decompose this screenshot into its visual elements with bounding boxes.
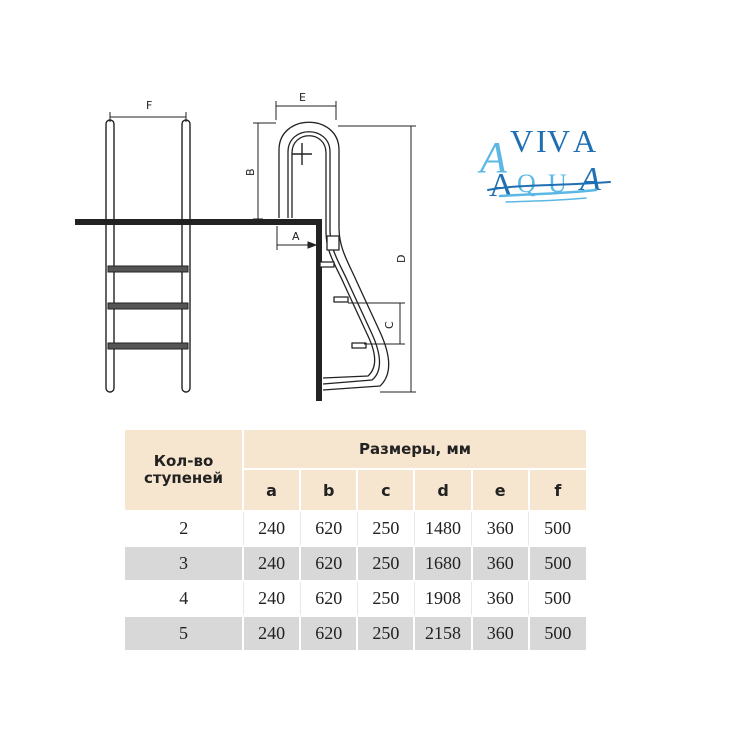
- wave-icon: [487, 181, 611, 203]
- front-step: [107, 342, 189, 350]
- value-cell: 500: [528, 545, 586, 581]
- value-cell: 620: [300, 580, 358, 616]
- value-cell: 240: [243, 615, 302, 650]
- label-b: B: [244, 168, 257, 176]
- table-letters-row: a b c d e f: [125, 469, 586, 511]
- column-header-e: e: [471, 469, 530, 511]
- steps-cell: 4: [125, 580, 244, 616]
- side-step: [333, 296, 349, 303]
- side-step: [351, 342, 367, 349]
- side-rail-outer: [278, 121, 390, 391]
- front-rail-left: [105, 119, 115, 393]
- steps-header-line: Кол-во: [153, 452, 214, 470]
- table-row: 2 240 620 250 1480 360 500: [125, 510, 586, 546]
- sizes-group-header: Размеры, мм: [243, 430, 586, 470]
- column-header-c: c: [357, 469, 416, 511]
- logo-letter: A: [578, 161, 601, 198]
- front-rail-right: [181, 119, 191, 393]
- value-cell: 240: [243, 580, 301, 616]
- dimension-c: [348, 302, 405, 345]
- label-a: A: [292, 230, 300, 243]
- pool-wall: [316, 219, 322, 401]
- value-cell: 360: [471, 510, 530, 546]
- label-f: F: [146, 99, 152, 112]
- value-cell: 620: [300, 545, 359, 581]
- steps-header-line: ступеней: [144, 469, 223, 487]
- ladder-diagram: F E B: [75, 91, 611, 401]
- logo-letter: I: [536, 123, 547, 159]
- side-rail-back: [291, 135, 376, 379]
- value-cell: 500: [528, 615, 586, 650]
- ladder-side-view: [278, 121, 390, 391]
- value-cell: 240: [243, 545, 302, 581]
- ladder-front-view: F: [105, 99, 191, 393]
- value-cell: 1908: [414, 580, 473, 616]
- steps-column-header: Кол-во ступеней: [125, 430, 244, 511]
- value-cell: 620: [300, 615, 359, 650]
- anchor-socket: [326, 235, 340, 251]
- dimension-e: [275, 101, 337, 120]
- centre-mark-icon: [292, 143, 312, 165]
- value-cell: 1480: [414, 510, 473, 546]
- value-cell: 360: [471, 580, 530, 616]
- dimension-f: F: [109, 99, 187, 122]
- value-cell: 250: [357, 545, 416, 581]
- front-step: [107, 265, 189, 273]
- value-cell: 1680: [414, 545, 473, 581]
- side-step: [319, 261, 335, 268]
- logo-letter: A: [573, 123, 596, 159]
- steps-cell: 5: [125, 615, 244, 650]
- value-cell: 250: [357, 580, 415, 616]
- value-cell: 240: [243, 510, 301, 546]
- dimension-b: [253, 122, 276, 220]
- table-header-row: Кол-во ступеней Размеры, мм: [125, 430, 586, 511]
- value-cell: 250: [357, 615, 416, 650]
- value-cell: 500: [528, 580, 586, 616]
- logo-letter: Q: [517, 169, 536, 198]
- column-header-a: a: [243, 469, 302, 511]
- table-row: 4 240 620 250 1908 360 500: [125, 580, 586, 616]
- column-header-b: b: [300, 469, 359, 511]
- logo-letter: A: [489, 167, 514, 204]
- value-cell: 500: [528, 510, 586, 546]
- dimension-d: [338, 125, 416, 393]
- logo-letter: U: [548, 169, 567, 198]
- pool-deck: [75, 219, 322, 401]
- value-cell: 2158: [414, 615, 473, 650]
- value-cell: 360: [471, 545, 530, 581]
- column-header-f: f: [528, 469, 586, 511]
- steps-cell: 2: [125, 510, 244, 546]
- dimensions-table: Кол-во ступеней Размеры, мм a b c d e f …: [125, 430, 586, 650]
- logo-letter: V: [510, 123, 533, 159]
- label-e: E: [299, 91, 306, 104]
- dimension-a: [276, 226, 318, 250]
- value-cell: 250: [357, 510, 415, 546]
- front-step: [107, 302, 189, 310]
- aviva-aqua-logo: A V I V A A Q U A: [477, 123, 611, 204]
- label-c: C: [383, 321, 396, 329]
- steps-cell: 3: [125, 545, 244, 581]
- logo-letter: V: [547, 123, 570, 159]
- column-header-d: d: [414, 469, 473, 511]
- value-cell: 360: [471, 615, 530, 650]
- label-d: D: [395, 255, 408, 263]
- table-row: 3 240 620 250 1680 360 500: [125, 545, 586, 581]
- table-row: 5 240 620 250 2158 360 500: [125, 615, 586, 650]
- logo-letter: A: [477, 133, 508, 182]
- value-cell: 620: [300, 510, 358, 546]
